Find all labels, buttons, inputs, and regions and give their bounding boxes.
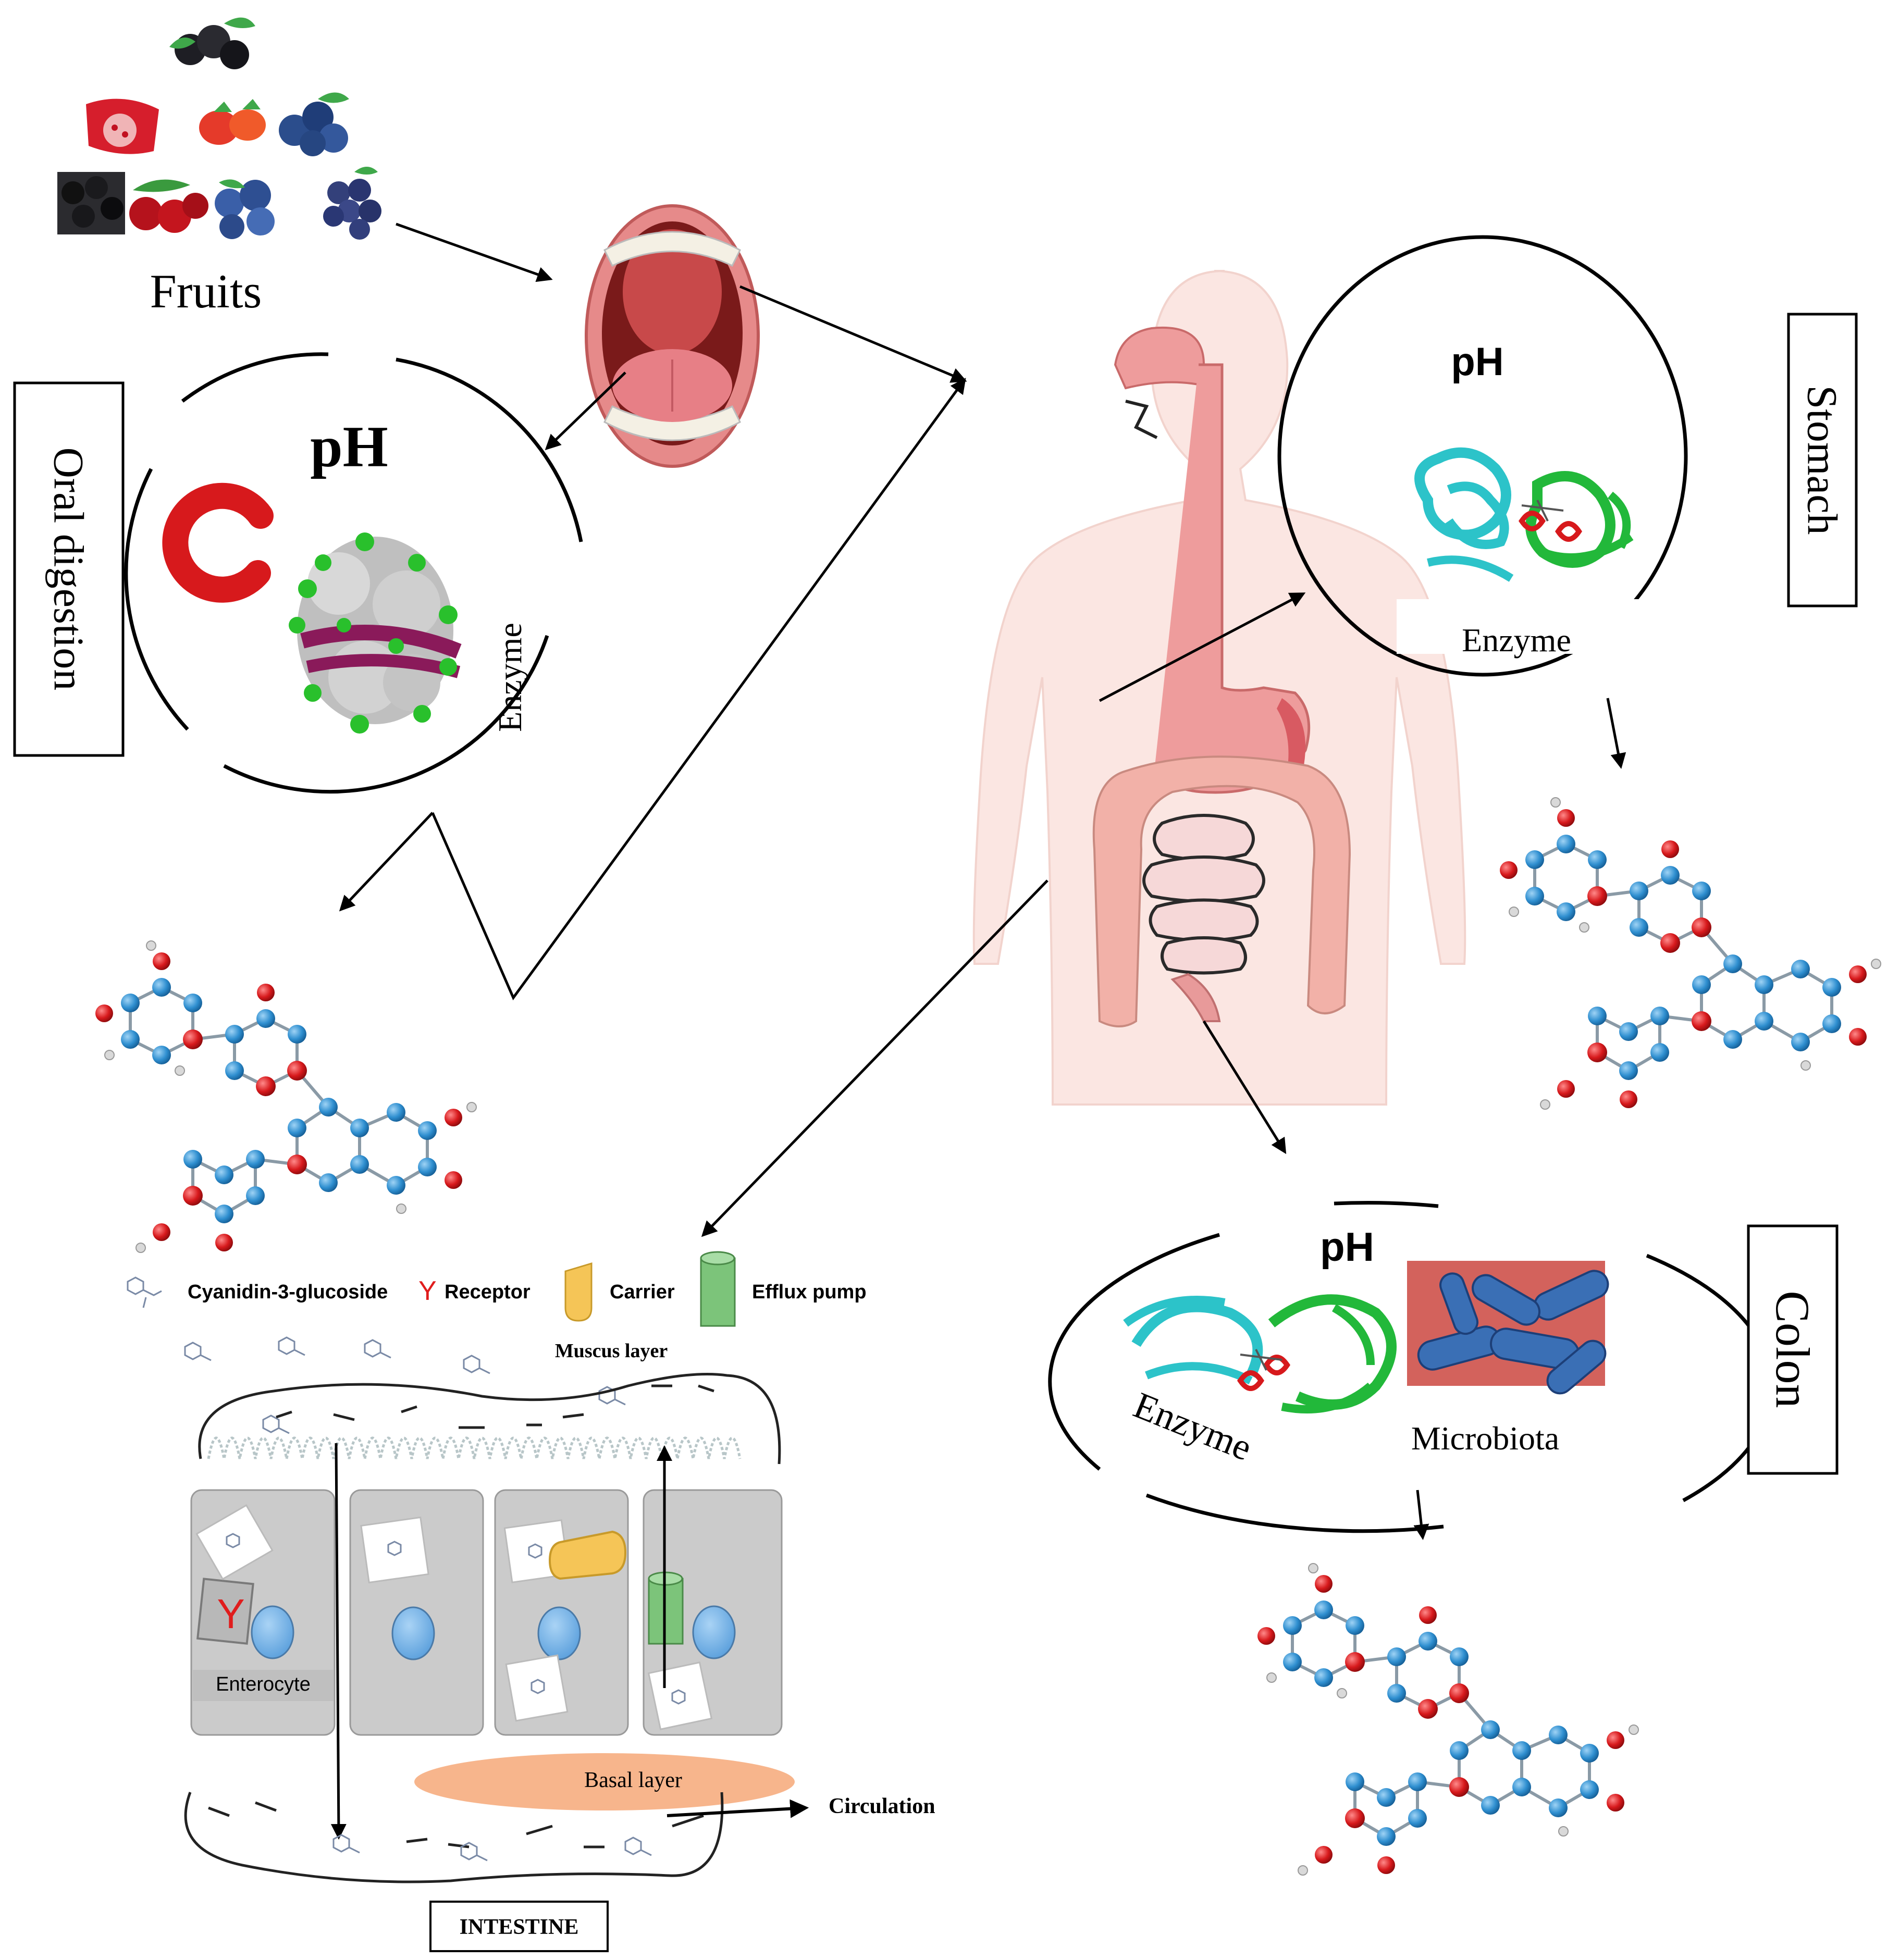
legend: Cyanidin-3-glucoside Y Receptor Carrier … [127,1251,867,1327]
stomach-ph-label: pH [1451,340,1503,384]
oral-ph-label: pH [310,415,388,479]
legend-carrier-icon [564,1262,593,1322]
arrow-body-to-intestine [701,879,1049,1237]
colon-enzyme-structure-image [1123,1294,1397,1413]
cell-nuclei [251,1605,736,1660]
colon-panel: pH Enzyme Microbiota [1048,1200,1774,1533]
legend-efflux-label: Efflux pump [752,1281,867,1303]
intestine-title-box [429,1901,609,1952]
legend-carrier-label: Carrier [610,1281,675,1303]
anthocyanin-molecule-stomach [1500,798,1881,1109]
strawberry-image [199,96,268,148]
circulation-compounds [332,1834,652,1862]
mucus-layer-label: Muscus layer [555,1340,668,1362]
stomach-enzyme-structure-image [1414,447,1634,582]
compound-card-glyphs [226,1533,686,1705]
intestine-title: INTESTINE [460,1915,579,1939]
arrow-oral-to-molecule [339,812,434,912]
circulation-label: Circulation [829,1794,935,1818]
oral-digestion-panel: pH Enzyme [124,352,583,794]
carrier-icon [548,1530,627,1580]
microbiota-image [1407,1261,1609,1395]
legend-receptor-symbol: Y [418,1276,437,1306]
blackcurrant-image [57,172,125,234]
arrow-fruits-to-mouth [396,222,553,282]
oral-digestion-side-label: Oral digestion [45,448,93,691]
human-body-silhouette [972,270,1466,1106]
arrow-body-to-stomach [1099,592,1306,702]
circulation-outline [184,1792,724,1883]
colon-ph-label: pH [1320,1224,1374,1270]
basal-layer-label: Basal layer [584,1768,682,1792]
oral-enzyme-label: Enzyme [491,623,528,732]
transcellular-arrow [330,1443,347,1840]
legend-compound-icon [127,1276,162,1308]
arrow-oral-to-body [431,378,966,1000]
enzyme-structure-image [289,532,462,734]
lumen-compounds [184,1336,626,1434]
microbiota-label: Microbiota [1411,1420,1559,1457]
arrow-body-to-colon [1202,1020,1287,1155]
legend-efflux-pump-icon [700,1251,736,1327]
fruit-images [57,10,388,240]
mucus-dashes [276,1384,714,1429]
cherry-image [125,172,208,237]
legend-receptor-label: Receptor [445,1281,531,1303]
colon-side-label: Colon [1766,1291,1819,1408]
stomach-panel: pH Enzyme [1277,235,1688,677]
blueberry-image-2 [211,172,281,239]
stomach-side-label: Stomach [1799,386,1846,535]
anthocyanin-molecule-oral [95,941,476,1252]
open-mouth-image [585,204,760,468]
temperature-celsius-icon [162,482,274,603]
legend-compound-label: Cyanidin-3-glucoside [188,1281,388,1303]
villi-layer [207,1436,742,1459]
receptor-box: Y [196,1578,254,1645]
oral-digestion-label-box: Oral digestion [13,381,125,757]
stomach-label-box: Stomach [1787,313,1858,607]
arrow-mouth-to-oral [545,371,626,451]
arrow-mouth-to-body [739,285,967,383]
mucus-layer-outline [198,1373,781,1465]
anthocyanin-molecule-colon [1257,1564,1638,1875]
colon-label-box: Colon [1747,1224,1839,1475]
basal-layer [414,1753,795,1810]
receptor-symbol: Y [217,1591,244,1637]
blueberry-image-1 [276,91,349,156]
grape-image [315,167,388,240]
arrow-stomach-to-molecule [1606,698,1626,769]
circulation-dashes [208,1801,704,1849]
colon-enzyme-label: Enzyme [1128,1384,1258,1469]
pomegranate-image [83,94,162,154]
circulation-arrow [667,1799,809,1818]
flow-arrows [339,222,1626,1540]
arrow-colon-to-molecule [1413,1490,1429,1540]
stomach-enzyme-label: Enzyme [1462,622,1571,659]
intestine-panel: Cyanidin-3-glucoside Y Receptor Carrier … [127,1251,935,1952]
fruits-label: Fruits [150,265,262,318]
enterocyte-label: Enterocyte [216,1673,311,1695]
blackberry-image [167,10,255,76]
